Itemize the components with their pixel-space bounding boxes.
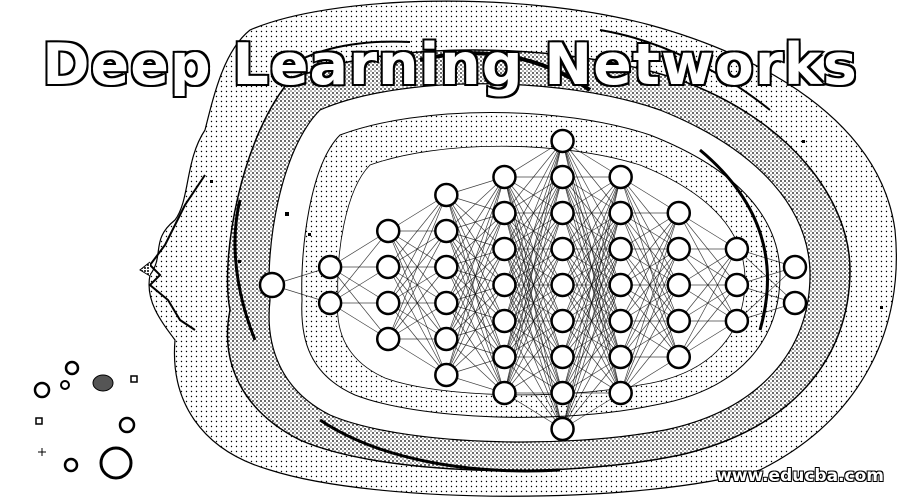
layer-hidden-5 [550, 128, 575, 442]
network-node [782, 254, 808, 280]
network-node [492, 308, 517, 334]
layer-hidden-8 [724, 236, 750, 334]
network-connections [271, 140, 796, 430]
network-node [550, 344, 575, 370]
network-node [375, 326, 401, 352]
network-node [434, 326, 459, 352]
small-circle-icon [33, 381, 51, 399]
network-node [608, 272, 633, 298]
network-node [434, 218, 459, 244]
network-node [666, 236, 692, 262]
network-node [608, 236, 633, 262]
layer-hidden-3 [434, 182, 459, 388]
layer-hidden-4 [492, 164, 517, 406]
network-node [550, 416, 575, 442]
gray-filled-circle-icon [92, 374, 114, 392]
layer-output [782, 254, 808, 316]
network-node [608, 200, 633, 226]
network-node [375, 218, 401, 244]
network-node [608, 164, 633, 190]
network-node [492, 272, 517, 298]
network-node [724, 308, 750, 334]
network-node [434, 362, 459, 388]
network-node [550, 128, 575, 154]
layer-hidden-7 [666, 200, 692, 370]
network-node [550, 272, 575, 298]
small-circle-icon [60, 380, 70, 390]
network-node [434, 290, 459, 316]
large-circle-icon [99, 446, 133, 480]
network-node [317, 254, 343, 280]
small-circle-icon [64, 360, 80, 376]
network-node [492, 380, 517, 406]
network-node [434, 254, 459, 280]
network-node [724, 272, 750, 298]
small-circle-icon [118, 416, 136, 434]
network-node [782, 290, 808, 316]
network-node [608, 344, 633, 370]
network-node [550, 164, 575, 190]
decorative-bubbles [33, 360, 138, 480]
network-node [258, 271, 286, 299]
layer-hidden-2 [375, 218, 401, 352]
network-node [550, 380, 575, 406]
network-node [317, 290, 343, 316]
network-node [608, 308, 633, 334]
network-node [550, 236, 575, 262]
network-node [375, 290, 401, 316]
layer-hidden-1 [317, 254, 343, 316]
small-circle-icon [63, 457, 79, 473]
small-square-icon [130, 375, 138, 383]
network-node [666, 200, 692, 226]
network-node [492, 200, 517, 226]
network-node [434, 182, 459, 208]
network-node [550, 200, 575, 226]
layer-hidden-6 [608, 164, 633, 406]
network-node [608, 380, 633, 406]
network-node [666, 344, 692, 370]
network-node [375, 254, 401, 280]
page-title: Deep Learning Networks [41, 31, 859, 100]
network-node [492, 164, 517, 190]
network-node [492, 236, 517, 262]
website-watermark: www.educba.com [716, 466, 885, 487]
network-node [666, 272, 692, 298]
network-node [724, 236, 750, 262]
network-node [550, 308, 575, 334]
layer-input [258, 271, 286, 299]
network-node [666, 308, 692, 334]
network-node [492, 344, 517, 370]
small-square-icon [35, 417, 43, 425]
